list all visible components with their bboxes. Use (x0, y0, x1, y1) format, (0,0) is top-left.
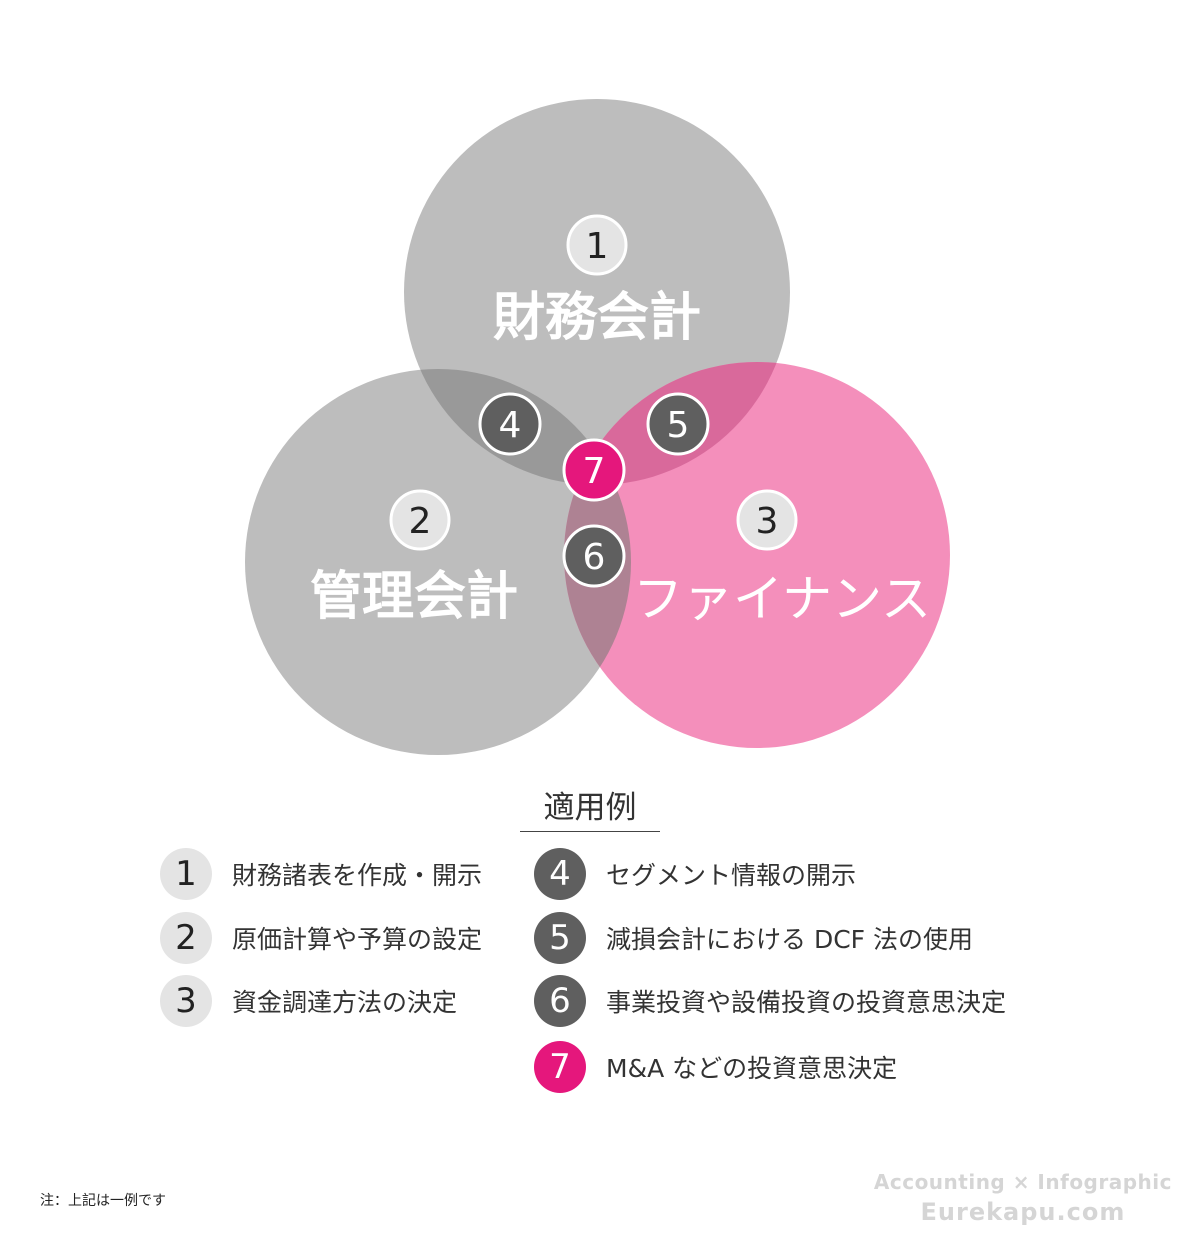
legend-text-2: 原価計算や予算の設定 (232, 925, 483, 954)
badge-7-number: 7 (583, 451, 606, 492)
legend-item-2: 2 原価計算や予算の設定 (160, 912, 482, 964)
legend-item-3: 3 資金調達方法の決定 (160, 975, 457, 1027)
legend-badge-2: 2 (160, 912, 212, 964)
badge-5: 5 (646, 392, 710, 456)
legend-title: 適用例 (520, 782, 660, 832)
badge-3-number: 3 (756, 501, 779, 542)
legend-text-3: 資金調達方法の決定 (232, 988, 458, 1017)
legend-badge-5: 5 (534, 912, 586, 964)
legend-text-7: M&A などの投資意思決定 (606, 1054, 898, 1083)
legend-item-1: 1 財務諸表を作成・開示 (160, 848, 482, 900)
legend-badge-4: 4 (534, 848, 586, 900)
legend-badge-7: 7 (534, 1041, 586, 1093)
badge-2-number: 2 (409, 501, 432, 542)
badge-7: 7 (562, 438, 626, 502)
legend-badge-1: 1 (160, 848, 212, 900)
badge-4-number: 4 (499, 405, 522, 446)
legend-item-6: 6 事業投資や設備投資の投資意思決定 (534, 975, 1006, 1027)
overlap-financial-management (404, 369, 631, 485)
label-finance: ファイナンス (633, 570, 931, 628)
footnote: 注：上記は一例です (40, 1193, 166, 1209)
badge-4: 4 (478, 392, 542, 456)
badge-6-number: 6 (583, 537, 606, 578)
brand-watermark: Accounting × Infographic Eurekapu.com (874, 1170, 1172, 1226)
badge-6: 6 (562, 524, 626, 588)
badge-1-number: 1 (586, 226, 609, 267)
badge-5-number: 5 (667, 405, 690, 446)
badge-2: 2 (389, 489, 451, 551)
label-financial-accounting: 財務会計 (493, 288, 701, 348)
legend-item-4: 4 セグメント情報の開示 (534, 848, 856, 900)
legend-text-4: セグメント情報の開示 (606, 861, 857, 890)
legend-text-1: 財務諸表を作成・開示 (232, 861, 483, 890)
legend-badge-3: 3 (160, 975, 212, 1027)
legend-item-7: 7 M&A などの投資意思決定 (534, 1041, 897, 1093)
overlap-financial-finance (564, 362, 790, 485)
badge-1: 1 (566, 214, 628, 276)
legend-badge-6: 6 (534, 975, 586, 1027)
legend-text-6: 事業投資や設備投資の投資意思決定 (606, 988, 1007, 1017)
legend-item-5: 5 減損会計における DCF 法の使用 (534, 912, 973, 964)
venn-diagram: 1 財務会計 2 管理会計 3 ファイナンス 4 5 6 7 (245, 99, 950, 755)
legend-text-5: 減損会計における DCF 法の使用 (606, 925, 973, 954)
badge-3: 3 (736, 489, 798, 551)
brand-line-2: Eurekapu.com (920, 1198, 1126, 1226)
brand-line-1: Accounting × Infographic (873, 1170, 1172, 1194)
label-management-accounting: 管理会計 (310, 567, 518, 627)
